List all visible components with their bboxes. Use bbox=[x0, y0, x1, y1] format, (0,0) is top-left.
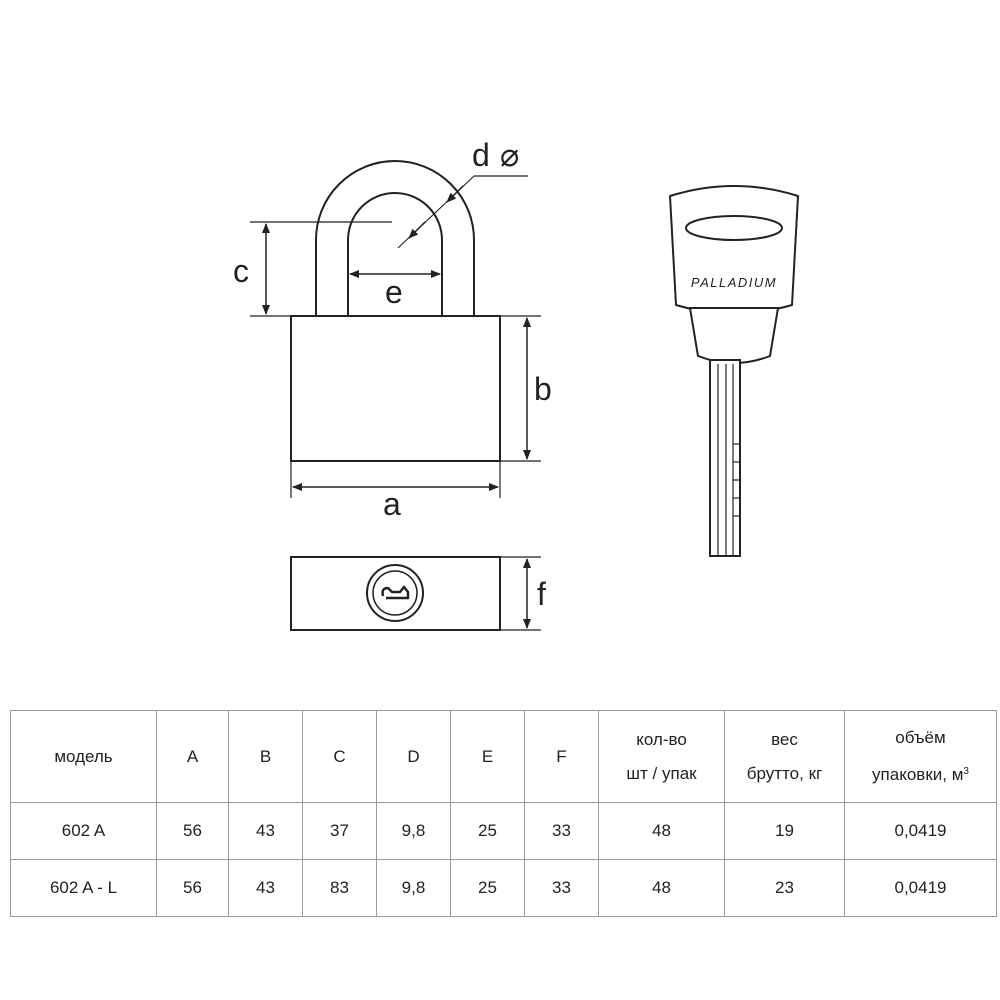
cell-weight: 19 bbox=[724, 802, 845, 860]
cell-b: 43 bbox=[228, 859, 303, 917]
keyhole-icon bbox=[366, 564, 424, 622]
diameter-icon: ⌀ bbox=[500, 137, 519, 173]
label-a: a bbox=[383, 486, 401, 522]
header-model: модель bbox=[10, 710, 157, 803]
header-qty-line2: шт / упак bbox=[626, 763, 697, 783]
cell-a: 56 bbox=[156, 859, 229, 917]
header-qty-line1: кол-во bbox=[636, 729, 687, 749]
header-d: D bbox=[376, 710, 451, 803]
header-volume-sup: 3 bbox=[963, 766, 969, 777]
specifications-table: модель A B C D E F кол-во шт / упак вес … bbox=[10, 710, 997, 917]
header-weight-line1: вес bbox=[771, 729, 798, 749]
header-f: F bbox=[524, 710, 599, 803]
header-volume-line2: упаковки, м3 bbox=[845, 755, 996, 792]
label-e: e bbox=[385, 274, 403, 310]
cell-f: 33 bbox=[524, 802, 599, 860]
key-blade bbox=[709, 359, 741, 557]
lock-body-front bbox=[290, 315, 501, 462]
cell-qty: 48 bbox=[598, 802, 725, 860]
header-e: E bbox=[450, 710, 525, 803]
cell-model: 602 A - L bbox=[10, 859, 157, 917]
cell-f: 33 bbox=[524, 859, 599, 917]
header-c: C bbox=[302, 710, 377, 803]
cell-c: 83 bbox=[302, 859, 377, 917]
header-volume: объём упаковки, м3 bbox=[844, 710, 997, 803]
dimension-a: a bbox=[290, 461, 501, 522]
dimension-f: f bbox=[500, 556, 546, 631]
cell-e: 25 bbox=[450, 802, 525, 860]
label-d: d bbox=[472, 137, 490, 173]
dimension-d: d ⌀ bbox=[397, 137, 528, 249]
cell-d: 9,8 bbox=[376, 802, 451, 860]
cell-a: 56 bbox=[156, 802, 229, 860]
table-header-row: модель A B C D E F кол-во шт / упак вес … bbox=[10, 710, 997, 803]
cell-model: 602 A bbox=[10, 802, 157, 860]
header-volume-line1: объём bbox=[895, 728, 946, 747]
header-b: B bbox=[228, 710, 303, 803]
cell-c: 37 bbox=[302, 802, 377, 860]
dimension-c: c bbox=[233, 221, 392, 317]
key-ring-hole bbox=[685, 215, 783, 241]
shackle bbox=[315, 160, 475, 317]
cell-volume: 0,0419 bbox=[844, 802, 997, 860]
key: PALLADIUM bbox=[669, 185, 799, 557]
header-qty: кол-во шт / упак bbox=[598, 710, 725, 803]
cell-e: 25 bbox=[450, 859, 525, 917]
dimension-b: b bbox=[500, 315, 552, 462]
header-volume-text: упаковки, м bbox=[872, 765, 964, 784]
header-weight: вес брутто, кг bbox=[724, 710, 845, 803]
key-collar bbox=[688, 307, 780, 364]
cell-b: 43 bbox=[228, 802, 303, 860]
label-f: f bbox=[537, 576, 546, 612]
table-row: 602 A 56 43 37 9,8 25 33 48 19 0,0419 bbox=[10, 802, 997, 860]
cell-d: 9,8 bbox=[376, 859, 451, 917]
label-b: b bbox=[534, 371, 552, 407]
padlock-technical-drawing: c e d ⌀ b a f PALLADIUM bbox=[233, 137, 799, 631]
label-c: c bbox=[233, 253, 249, 289]
cell-weight: 23 bbox=[724, 859, 845, 917]
header-a: A bbox=[156, 710, 229, 803]
table-row: 602 A - L 56 43 83 9,8 25 33 48 23 0,041… bbox=[10, 859, 997, 917]
key-head bbox=[669, 185, 799, 315]
cell-volume: 0,0419 bbox=[844, 859, 997, 917]
key-brand-label: PALLADIUM bbox=[691, 275, 777, 290]
cell-qty: 48 bbox=[598, 859, 725, 917]
header-weight-line2: брутто, кг bbox=[746, 763, 823, 783]
dimension-e: e bbox=[349, 270, 441, 310]
